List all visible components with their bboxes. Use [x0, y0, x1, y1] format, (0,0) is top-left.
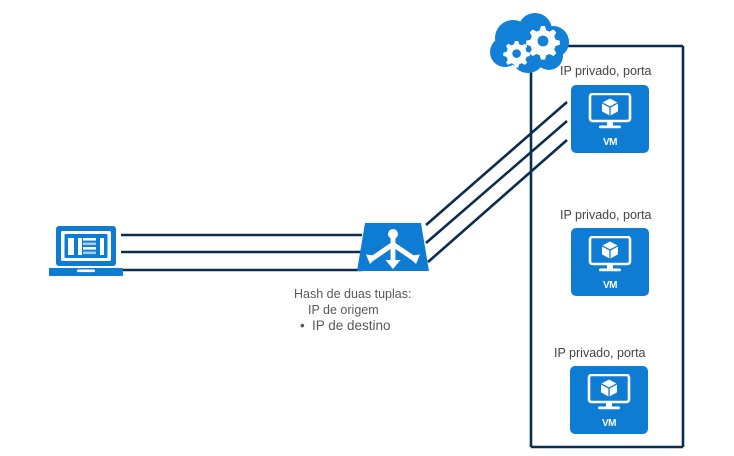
lb-to-vm-lines: [425, 101, 568, 263]
laptop-icon: [49, 226, 123, 277]
hash-note: Hash de duas tuplas: IP de origem • IP de…: [294, 286, 411, 334]
vm-1-caption: VM: [603, 280, 618, 291]
client-to-lb-lines: [121, 233, 362, 272]
vm-1-tile[interactable]: VM: [571, 228, 649, 296]
vm-2-caption: VM: [602, 418, 617, 429]
vm-2-tile[interactable]: VM: [570, 366, 648, 434]
bullet-icon: •: [300, 318, 305, 333]
hash-note-item-1-row: • IP de destino: [294, 318, 411, 334]
vm-2-label: IP privado, porta: [554, 346, 646, 360]
vm-monitor-cube-icon: [588, 93, 632, 129]
vm-0-label: IP privado, porta: [560, 64, 652, 78]
cloud-gears-icon: [490, 13, 569, 73]
distribution-arrows-icon: [366, 229, 420, 269]
vm-monitor-cube-icon: [588, 236, 632, 272]
vm-1-label: IP privado, porta: [560, 208, 652, 222]
load-balancer-icon: [357, 223, 429, 271]
hash-note-item-0: IP de origem: [308, 303, 379, 317]
hash-note-heading: Hash de duas tuplas:: [294, 287, 412, 301]
hash-note-item-1: IP de destino: [312, 318, 391, 333]
vm-0-caption: VM: [603, 137, 618, 148]
vm-monitor-cube-icon: [587, 374, 631, 410]
vm-0-tile[interactable]: VM: [571, 85, 649, 153]
